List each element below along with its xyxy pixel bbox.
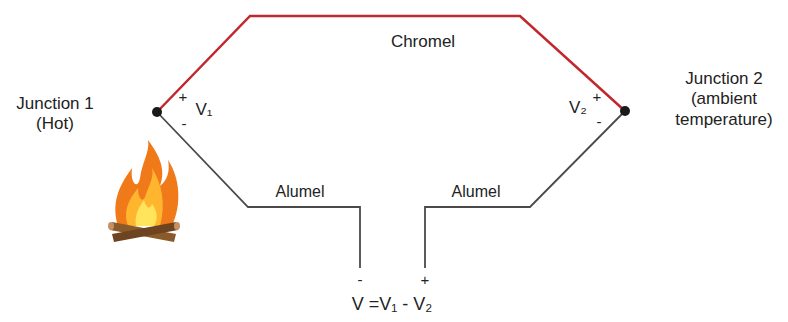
terminal-sign: + <box>421 271 430 289</box>
polarity-sign: - <box>597 113 602 131</box>
alumel-wire <box>425 111 625 268</box>
chromel-wire <box>157 16 625 112</box>
junction-label: Junction 2 (ambient temperature) <box>666 69 782 130</box>
voltage-label: V₂ <box>569 98 587 118</box>
polarity-sign: + <box>179 88 188 106</box>
polarity-sign: + <box>593 88 602 106</box>
voltage-equation: V =V₁ - V₂ <box>352 294 433 316</box>
junction-dot <box>620 106 630 116</box>
junction-label: Junction 1 (Hot) <box>9 94 101 135</box>
voltage-label: V₁ <box>195 100 212 120</box>
wire-label: Alumel <box>276 182 325 201</box>
terminal-sign: - <box>358 271 363 289</box>
fire-illustration <box>108 140 180 242</box>
junction-dot <box>152 107 162 117</box>
alumel-wire <box>157 112 360 268</box>
wire-label: Chromel <box>391 32 455 52</box>
polarity-sign: - <box>182 115 187 133</box>
wire-label: Alumel <box>452 182 501 201</box>
